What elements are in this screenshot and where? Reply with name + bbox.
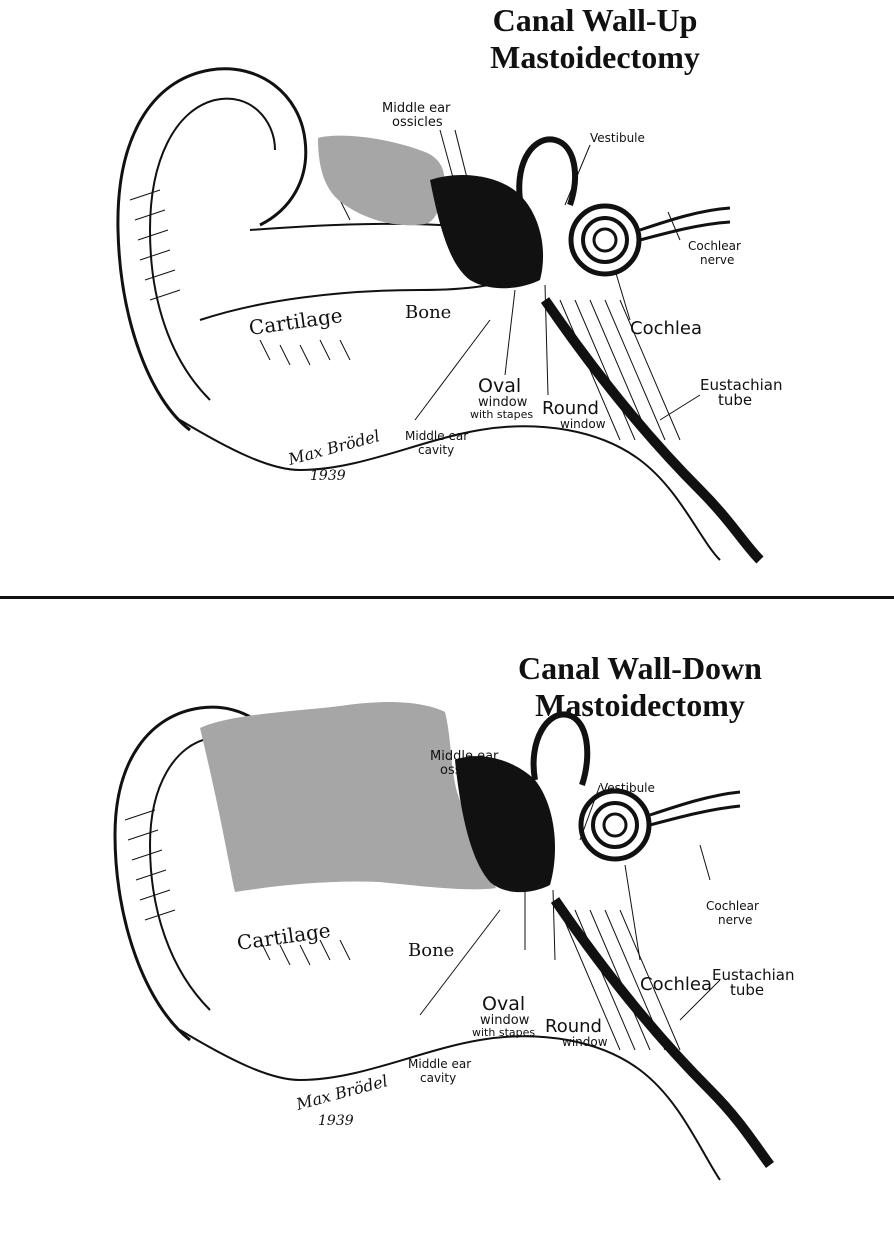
- artist-signature: Max Brödel: [293, 1071, 390, 1114]
- panel-title-line-1: Canal Wall-Down: [450, 650, 830, 687]
- label-eustachian-2: tube: [718, 391, 752, 409]
- ear-illustration-wall-up: Middle ear ossicles Vestibule Cochlear n…: [0, 0, 894, 600]
- label-bone: Bone: [408, 940, 454, 961]
- cochlea-spiral: [581, 791, 649, 859]
- label-ossicles-2: ossicles: [440, 763, 491, 778]
- label-ossicles-1: Middle ear: [430, 749, 499, 764]
- label-round-2: window: [560, 417, 606, 431]
- panel-canal-wall-down: Middle ear ossicles Vestibule Cochlear n…: [0, 620, 894, 1220]
- label-cochlear-nerve-2: nerve: [718, 913, 752, 927]
- label-cavity-2: cavity: [420, 1071, 456, 1085]
- panel-canal-wall-up: Middle ear ossicles Vestibule Cochlear n…: [0, 0, 894, 600]
- removed-mastoid-region: [318, 136, 444, 226]
- panel-title-line-2: Mastoidectomy: [430, 39, 760, 76]
- auricle-inner-fold: [150, 738, 210, 1010]
- label-round-1: Round: [542, 398, 599, 419]
- auricle-outline: [118, 69, 306, 430]
- label-cartilage: Cartilage: [235, 918, 332, 955]
- label-ossicles-2: ossicles: [392, 115, 443, 130]
- leader-lines: [415, 130, 700, 420]
- label-oval-3: with stapes: [470, 408, 533, 421]
- label-cochlea: Cochlea: [630, 318, 702, 339]
- label-cochlear-nerve-1: Cochlear: [688, 239, 741, 253]
- removed-mastoid-region: [200, 702, 496, 892]
- label-cochlea: Cochlea: [640, 974, 712, 995]
- semicircular-canals: [534, 714, 588, 785]
- label-ossicles-1: Middle ear: [382, 101, 451, 116]
- panel-divider: [0, 596, 894, 599]
- label-vestibule: Vestibule: [590, 131, 645, 145]
- panel-title-line-2: Mastoidectomy: [450, 687, 830, 724]
- panel-title-line-1: Canal Wall-Up: [430, 2, 760, 39]
- auricle-inner-fold: [150, 99, 275, 400]
- label-round-2: window: [562, 1035, 608, 1049]
- lower-bone-outline: [180, 1030, 720, 1180]
- cochlea-spiral: [571, 206, 639, 274]
- cochlear-nerve-bundle: [640, 208, 730, 240]
- label-round-1: Round: [545, 1016, 602, 1037]
- label-oval-1: Oval: [478, 375, 521, 397]
- artist-year: 1939: [310, 468, 346, 484]
- label-bone: Bone: [405, 302, 451, 323]
- label-oval-3: with stapes: [472, 1026, 535, 1039]
- label-eustachian-2: tube: [730, 981, 764, 999]
- semicircular-canals: [519, 139, 575, 205]
- label-cochlear-nerve-2: nerve: [700, 253, 734, 267]
- middle-ear-mass: [430, 175, 543, 288]
- label-cavity-2: cavity: [418, 443, 454, 457]
- artist-signature: Max Brödel: [285, 426, 382, 469]
- panel-title: Canal Wall-Down Mastoidectomy: [450, 650, 830, 724]
- label-vestibule: Vestibule: [600, 781, 655, 795]
- canal-floor: [200, 275, 520, 320]
- label-cavity-1: Middle ear: [408, 1057, 471, 1071]
- panel-title: Canal Wall-Up Mastoidectomy: [430, 2, 760, 76]
- artist-year: 1939: [318, 1113, 354, 1129]
- label-cartilage: Cartilage: [247, 303, 344, 340]
- label-cavity-1: Middle ear: [405, 429, 468, 443]
- label-cochlear-nerve-1: Cochlear: [706, 899, 759, 913]
- cochlear-nerve-bundle: [650, 792, 740, 825]
- label-oval-1: Oval: [482, 993, 525, 1015]
